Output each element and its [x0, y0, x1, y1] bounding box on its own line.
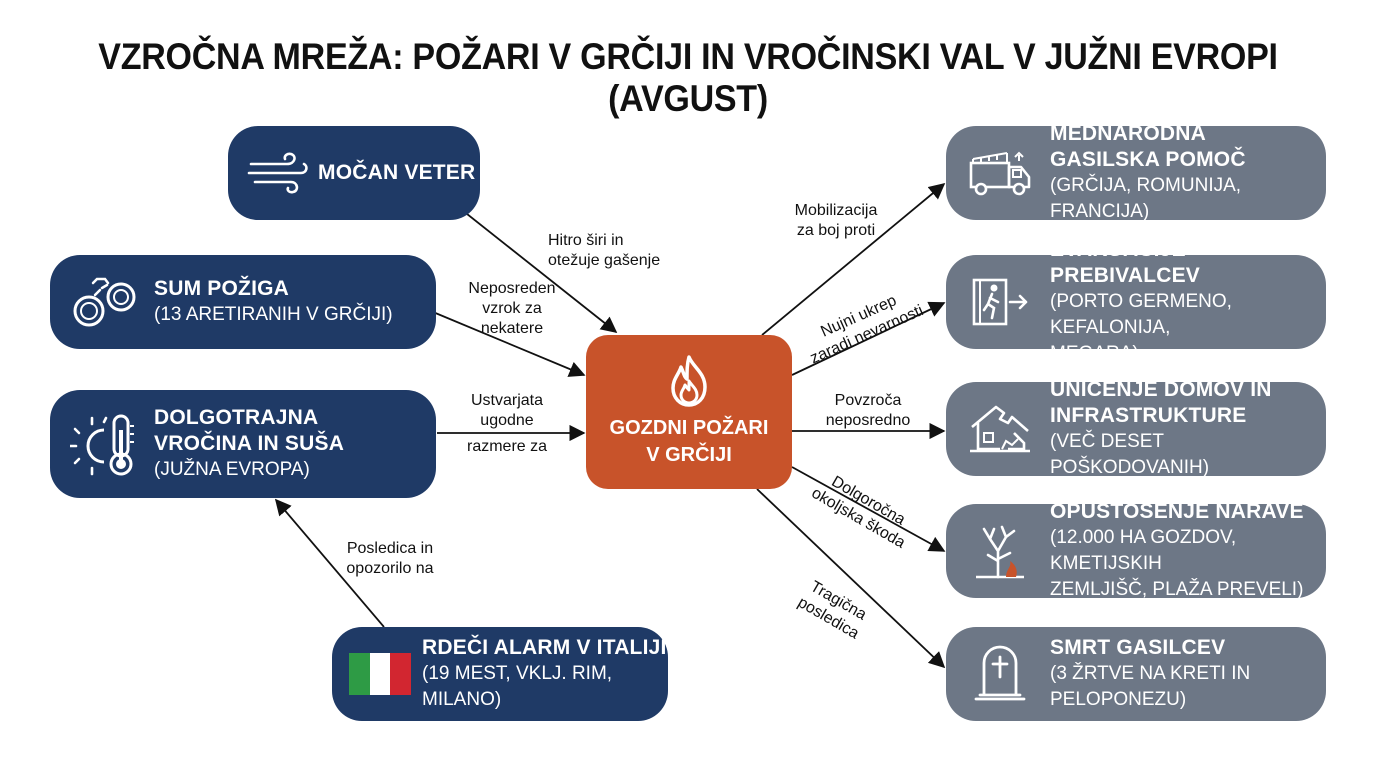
sun-thermometer-icon [64, 412, 148, 476]
italy-flag-icon [348, 653, 412, 695]
fire-truck-icon [960, 149, 1040, 197]
node-evacuations[interactable]: EVAKUACIJE PREBIVALCEV (PORTO GERMENO, K… [946, 238, 1326, 364]
center-node-wildfires[interactable]: GOZDNI POŽARI V GRČIJI [586, 335, 792, 489]
edge-label-heat-bottom: razmere za [466, 438, 548, 455]
handcuffs-icon [64, 273, 148, 331]
edge-alarm [274, 498, 385, 628]
damaged-house-icon [960, 403, 1040, 455]
gravestone-icon [960, 645, 1040, 703]
edge-evac [791, 301, 946, 376]
node-arson-suspicion[interactable]: SUM POŽIGA (13 ARETIRANIH V GRČIJI) [50, 255, 436, 349]
node-nature-devastation[interactable]: OPUSTOŠENJE NARAVE (12.000 HA GOZDOV, KM… [946, 500, 1326, 600]
edge-deaths [756, 488, 946, 669]
edge-aid [761, 182, 946, 336]
exit-door-icon [960, 276, 1040, 328]
burnt-tree-icon [960, 523, 1040, 579]
node-strong-wind[interactable]: MOČAN VETER [228, 126, 480, 220]
edge-arson [432, 311, 586, 377]
node-heat-drought[interactable]: DOLGOTRAJNA VROČINA IN SUŠA (JUŽNA EVROP… [50, 390, 436, 498]
node-firefighter-deaths[interactable]: SMRT GASILCEV (3 ŽRTVE NA KRETI IN PELOP… [946, 627, 1326, 721]
edge-nature [791, 466, 946, 552]
flame-icon [671, 355, 707, 407]
node-international-aid[interactable]: MEDNARODNA GASILSKA POMOČ (GRČIJA, ROMUN… [946, 122, 1326, 222]
node-destroyed-homes[interactable]: UNIČENJE DOMOV IN INFRASTRUKTURE (VEČ DE… [946, 378, 1326, 478]
node-red-alarm-italy[interactable]: RDEČI ALARM V ITALIJI (19 MEST, VKLJ. RI… [332, 627, 668, 721]
wind-icon [242, 152, 314, 194]
page-title: VZROČNA MREŽA: POŽARI V GRČIJI IN VROČIN… [98, 36, 1278, 119]
